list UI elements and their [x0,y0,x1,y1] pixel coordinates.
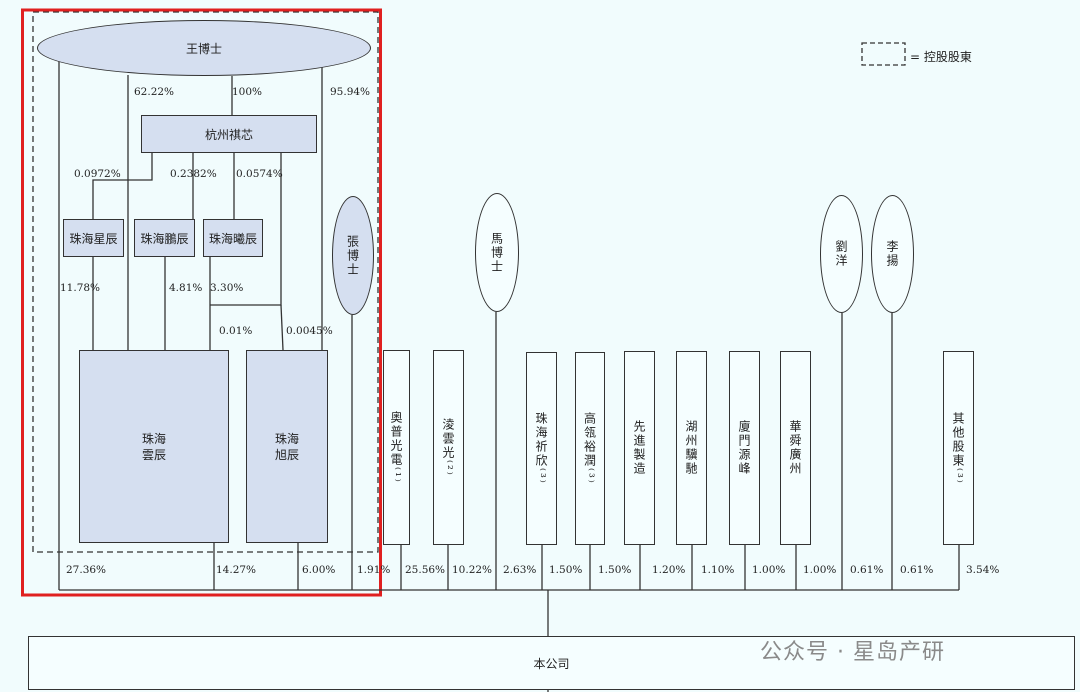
zhuhai-xichen-node: 珠海曦辰 [203,219,263,257]
pct-label: 1.50% [598,564,632,576]
pct-label: 2.63% [503,564,537,576]
pct-label: 1.50% [549,564,583,576]
pct-label: 1.20% [652,564,686,576]
pct-label: 11.78% [60,282,101,294]
red-highlight-box [21,8,382,597]
shareholder-node: 廈門源峰 [737,420,751,476]
shareholder-node: 先進製造 [632,420,646,476]
pct-label: 6.00% [302,564,336,576]
zhuhai-xingchen-node: 珠海星辰 [63,219,124,257]
pct-label: 0.61% [850,564,884,576]
pct-label: 1.00% [803,564,837,576]
liu-yang-node: 劉洋 [834,240,848,268]
li-yang-node: 李揚 [885,240,899,268]
pct-label: 0.01% [219,325,253,337]
zhang-boshi-node: 張博士 [345,234,360,277]
pct-label: 14.27% [216,564,257,576]
shareholder-node: 珠海祈欣⁽³⁾ [534,412,548,485]
pct-label: 95.94% [330,86,371,98]
shareholder-node: 湖州驥馳 [684,420,698,476]
pct-label: 25.56% [405,564,446,576]
zhuhai-xuchen-node: 珠海 旭辰 [246,350,328,543]
pct-label: 0.0972% [74,168,121,180]
pct-label: 100% [232,86,263,98]
watermark: 公众号 · 星岛产研 [760,640,945,665]
pct-label: 62.22% [134,86,175,98]
legend-dashed-box [861,42,906,66]
pct-label: 4.81% [169,282,203,294]
pct-label: 3.54% [966,564,1000,576]
ma-boshi-node: 馬博士 [489,231,504,274]
company-node: 本公司 [28,636,1075,690]
shareholder-node: 高瓴裕潤⁽³⁾ [582,412,597,485]
pct-label: 1.00% [752,564,786,576]
controlling-shareholder-dashed-box [32,11,379,553]
pct-label: 27.36% [66,564,107,576]
pct-label: 0.0574% [236,168,283,180]
pct-label: 1.10% [701,564,735,576]
pct-label: 3.30% [210,282,244,294]
shareholder-node: 奧普光電⁽¹⁾ [389,411,403,484]
shareholder-node: 其他股東⁽³⁾ [951,411,965,485]
wang-boshi-node: 王博士 [37,20,371,76]
pct-label: 10.22% [452,564,493,576]
shareholder-node: 淩雲光⁽²⁾ [441,418,455,477]
zhuhai-pengchen-node: 珠海鵬辰 [134,219,195,257]
legend-label: = 控股股東 [910,50,972,64]
pct-label: 0.0045% [286,325,333,337]
pct-label: 1.91% [357,564,391,576]
pct-label: 0.61% [900,564,934,576]
zhuhai-yunchen-node: 珠海 雲辰 [79,350,229,543]
shareholder-node: 華舜廣州 [788,420,802,476]
hangzhou-qixin-node: 杭州祺芯 [141,115,317,153]
pct-label: 0.2382% [170,168,217,180]
